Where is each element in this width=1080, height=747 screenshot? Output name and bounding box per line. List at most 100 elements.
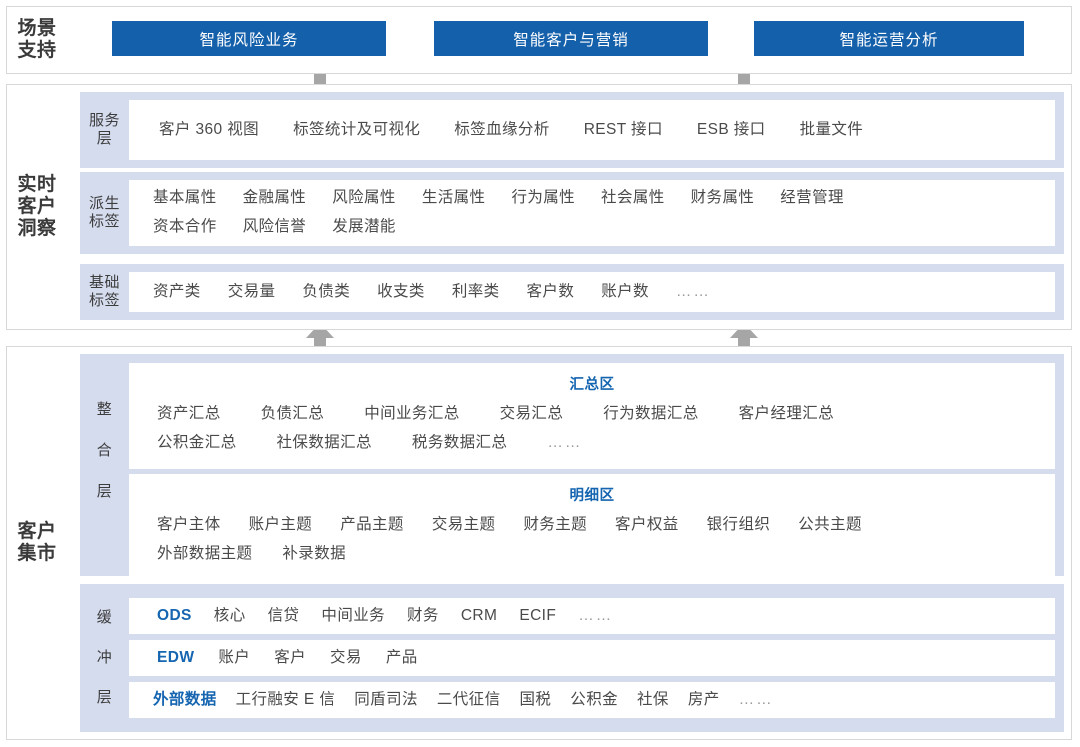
row-body-derived-tags: 基本属性 金融属性 风险属性 生活属性 行为属性 社会属性 财务属性 经营管理 … (129, 180, 1055, 246)
mart-label-line-1: 客户 (17, 520, 57, 542)
chip-item[interactable]: 金融属性 (242, 189, 307, 207)
caption-line: 标签 (88, 213, 120, 230)
chip-item[interactable]: 公积金汇总 (157, 433, 237, 451)
chip-item[interactable]: 客户数 (526, 282, 575, 300)
chip-item[interactable]: 中间业务 (321, 606, 386, 624)
chip-item[interactable]: REST 接口 (583, 120, 663, 138)
chip-accent-edw[interactable]: EDW (157, 648, 195, 666)
chip-accent-ods[interactable]: ODS (157, 606, 192, 624)
chip-item[interactable]: 标签血缘分析 (454, 120, 550, 138)
chip-item[interactable]: 房产 (687, 690, 720, 708)
chip-item[interactable]: 交易 (330, 648, 362, 666)
chip-item[interactable]: 资本合作 (153, 218, 217, 235)
scene-button-risk[interactable]: 智能风险业务 (112, 21, 386, 56)
chip-item[interactable]: 基本属性 (153, 189, 217, 207)
caption-line: 派生 (88, 195, 120, 213)
chip-item[interactable]: 发展潜能 (332, 218, 396, 235)
chip-item[interactable]: 利率类 (451, 282, 500, 300)
integration-zones: 汇总区 资产汇总 负债汇总 中间业务汇总 交易汇总 行为数据汇总 客户经理汇总 … (129, 354, 1064, 581)
chip-item[interactable]: 账户数 (601, 282, 649, 300)
chip-item[interactable]: 批量文件 (799, 120, 864, 138)
row-derived-tags: 派生 标签 基本属性 金融属性 风险属性 生活属性 行为属性 社会属性 财务属性… (80, 172, 1064, 254)
chip-item[interactable]: 标签统计及可视化 (293, 120, 421, 138)
chip-item[interactable]: 中间业务汇总 (364, 405, 460, 422)
chip-item[interactable]: 负债类 (302, 282, 351, 300)
chip-item[interactable]: 二代征信 (436, 690, 501, 708)
chip-item[interactable]: 行为数据汇总 (603, 405, 699, 422)
chip-accent-external-data[interactable]: 外部数据 (153, 690, 217, 708)
mart-label-line-2: 集市 (17, 543, 57, 564)
chip-item[interactable]: 账户主题 (248, 516, 313, 534)
chip-item[interactable]: 核心 (213, 606, 246, 624)
row-body-basic-tags: 资产类 交易量 负债类 收支类 利率类 客户数 账户数 …… (129, 272, 1055, 312)
chip-item[interactable]: 工行融安 E 信 (235, 690, 336, 708)
caption-char: 层 (96, 689, 113, 707)
chip-item[interactable]: 客户主体 (157, 516, 221, 534)
zone-title-summary: 汇总区 (569, 377, 615, 393)
zone-detail: 明细区 客户主体 账户主题 产品主题 交易主题 财务主题 客户权益 银行组织 公… (129, 474, 1055, 581)
chip-item[interactable]: 银行组织 (706, 516, 771, 534)
chip-item[interactable]: 产品 (385, 648, 418, 666)
insight-label-line-1: 实时 (17, 173, 57, 195)
buffer-line-edw: EDW 账户 客户 交易 产品 (129, 640, 1055, 676)
chip-item[interactable]: 行为属性 (511, 189, 576, 207)
chip-item[interactable]: 交易汇总 (499, 405, 564, 422)
row-buffer-layer: 缓 冲 层 ODS 核心 信贷 中间业务 财务 CRM ECIF …… ED (80, 584, 1064, 732)
chip-item[interactable]: 资产类 (153, 282, 201, 300)
chip-item[interactable]: 补录数据 (282, 545, 347, 563)
chip-item[interactable]: 财务 (407, 606, 439, 624)
section-label-realtime-customer-insight: 实时 客户 洞察 (0, 84, 74, 330)
chip-item[interactable]: 国税 (519, 690, 552, 708)
chip-item[interactable]: 社保数据汇总 (276, 433, 372, 451)
chip-item[interactable]: 产品主题 (340, 516, 404, 534)
chip-item[interactable]: 财务属性 (690, 189, 755, 207)
chip-item[interactable]: 负债汇总 (260, 405, 325, 422)
buffer-line-ods: ODS 核心 信贷 中间业务 财务 CRM ECIF …… (129, 598, 1055, 634)
scene-button-operation-analysis[interactable]: 智能运营分析 (754, 21, 1024, 56)
scene-button-customer-marketing[interactable]: 智能客户与营销 (434, 21, 708, 56)
zone-summary: 汇总区 资产汇总 负债汇总 中间业务汇总 交易汇总 行为数据汇总 客户经理汇总 … (129, 363, 1055, 470)
chip-ellipsis: …… (738, 690, 774, 708)
chip-item[interactable]: 公积金 (570, 690, 618, 708)
chip-item[interactable]: 交易量 (227, 282, 276, 300)
chip-item[interactable]: 资产汇总 (157, 405, 221, 422)
caption-char: 合 (96, 442, 113, 460)
caption-char: 冲 (96, 649, 113, 667)
chip-item[interactable]: 社会属性 (601, 189, 665, 207)
chip-item[interactable]: ECIF (519, 606, 557, 624)
chip-item[interactable]: 公共主题 (798, 516, 862, 534)
caption-char: 缓 (96, 609, 113, 627)
chip-item[interactable]: ESB 接口 (696, 120, 766, 138)
row-caption-service-layer: 服务 层 (80, 92, 129, 168)
chip-item[interactable]: 风险信誉 (242, 218, 307, 235)
chip-item[interactable]: 风险属性 (332, 189, 396, 207)
chip-item[interactable]: 收支类 (377, 282, 425, 300)
caption-line: 服务 (88, 112, 120, 130)
chip-item[interactable]: 经营管理 (780, 189, 844, 207)
chip-item[interactable]: 生活属性 (421, 189, 486, 207)
chip-item[interactable]: 税务数据汇总 (411, 433, 508, 451)
chip-item[interactable]: 客户 360 视图 (159, 120, 260, 138)
row-caption-integration-layer: 整 合 层 (80, 354, 129, 576)
arrow-up-icon (727, 320, 761, 354)
chip-item[interactable]: 信贷 (267, 606, 300, 624)
chip-item[interactable]: 财务主题 (523, 516, 588, 534)
chip-item[interactable]: 账户 (218, 648, 251, 666)
chip-item[interactable]: 社保 (637, 690, 669, 708)
row-caption-basic-tags: 基础 标签 (80, 264, 129, 320)
chip-item[interactable]: 交易主题 (431, 516, 496, 534)
chip-item[interactable]: 同盾司法 (354, 690, 418, 708)
arrow-up-icon (303, 320, 337, 354)
chip-item[interactable]: 外部数据主题 (157, 545, 253, 563)
section-label-customer-mart: 客户 集市 (0, 346, 74, 740)
chip-item[interactable]: 客户权益 (615, 516, 679, 534)
row-body-service-layer: 客户 360 视图 标签统计及可视化 标签血缘分析 REST 接口 ESB 接口… (129, 100, 1055, 160)
row-integration-layer: 整 合 层 汇总区 资产汇总 负债汇总 中间业务汇总 交易汇总 行为数据汇总 客… (80, 354, 1064, 581)
chip-item[interactable]: 客户 (274, 648, 306, 666)
caption-line: 基础 (88, 274, 120, 292)
insight-label-line-3: 洞察 (17, 218, 57, 240)
chip-item[interactable]: CRM (460, 606, 498, 624)
chip-item[interactable]: 客户经理汇总 (738, 405, 835, 422)
caption-char: 整 (96, 401, 113, 419)
